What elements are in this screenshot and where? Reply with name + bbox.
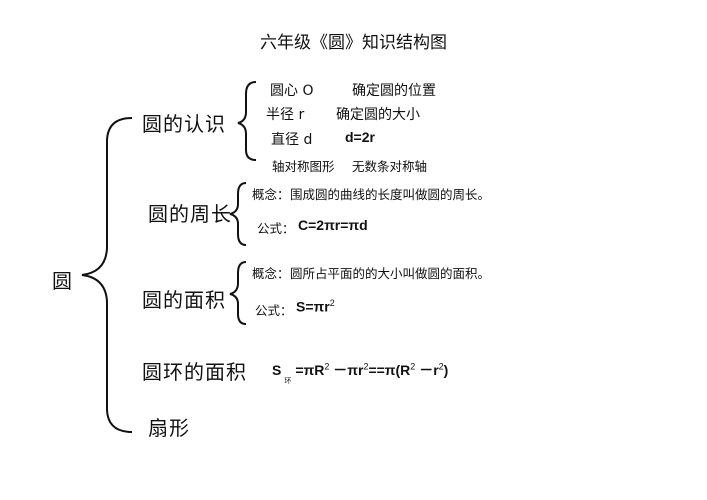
branch-area: 圆的面积: [142, 288, 226, 312]
branch-annulus: 圆环的面积: [142, 360, 247, 384]
circumference-formula: C=2πr=πd: [298, 217, 368, 233]
diameter-formula: d=2r: [345, 129, 375, 145]
branch-recognition: 圆的认识: [142, 112, 226, 136]
branch-circumference: 圆的周长: [148, 202, 232, 226]
root-brace: [81, 117, 133, 433]
circumference-formula-label: 公式：: [257, 221, 295, 236]
area-formula: S=πr2: [296, 298, 335, 315]
circumference-brace: [229, 182, 247, 246]
recognition-brace: [237, 81, 257, 161]
symmetry-term: 轴对称图形: [272, 159, 335, 174]
root-node: 圆: [52, 269, 72, 293]
circumference-concept-label: 概念：: [252, 187, 290, 202]
area-brace: [229, 261, 247, 325]
area-formula-label: 公式：: [255, 303, 293, 318]
radius-desc: 确定圆的大小: [336, 107, 420, 123]
area-concept: 圆所占平面的的大小叫做圆的面积。: [290, 266, 491, 281]
circumference-concept: 围成圆的曲线的长度叫做圆的周长。: [290, 187, 491, 202]
center-desc: 确定圆的位置: [352, 83, 436, 99]
radius-term: 半径 r: [266, 107, 305, 123]
diameter-term: 直径 d: [271, 132, 313, 148]
symmetry-desc: 无数条对称轴: [352, 159, 428, 174]
branch-sector: 扇形: [148, 416, 190, 440]
annulus-formula: S环=πR2 －πr2==π(R2 －r2): [272, 361, 449, 385]
diagram-title: 六年级《圆》知识结构图: [260, 33, 447, 53]
area-concept-label: 概念：: [252, 266, 290, 281]
center-term: 圆心 O: [270, 83, 314, 99]
